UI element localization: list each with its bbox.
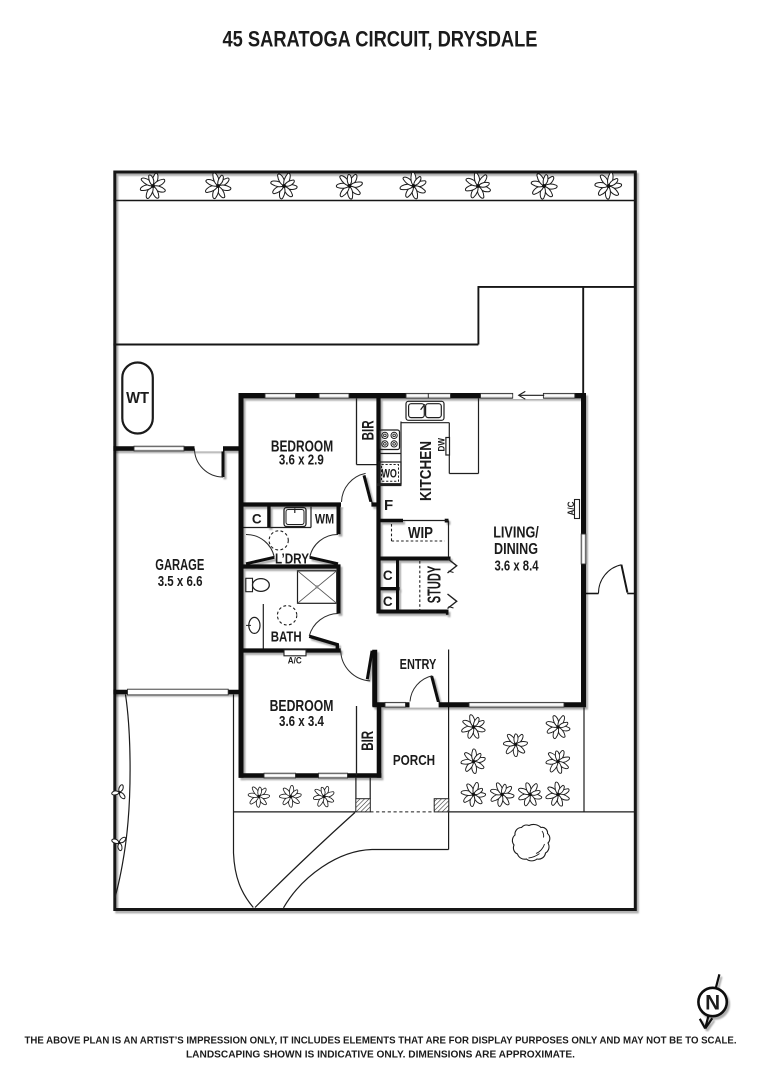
svg-text:WIP: WIP bbox=[408, 525, 433, 542]
svg-text:3.5 x 6.6: 3.5 x 6.6 bbox=[158, 573, 203, 590]
svg-text:WM: WM bbox=[315, 511, 334, 526]
svg-text:ENTRY: ENTRY bbox=[400, 656, 437, 673]
svg-text:L’DRY: L’DRY bbox=[275, 550, 309, 567]
svg-text:LANDSCAPING SHOWN IS INDICATIV: LANDSCAPING SHOWN IS INDICATIVE ONLY. DI… bbox=[186, 1050, 575, 1061]
svg-text:A/C: A/C bbox=[288, 656, 302, 666]
svg-text:N: N bbox=[705, 992, 720, 1015]
svg-text:F: F bbox=[384, 497, 393, 514]
svg-text:C: C bbox=[252, 511, 262, 526]
svg-text:KITCHEN: KITCHEN bbox=[418, 441, 435, 501]
svg-text:PORCH: PORCH bbox=[393, 752, 435, 769]
svg-text:WT: WT bbox=[126, 390, 149, 407]
svg-text:A/C: A/C bbox=[566, 501, 576, 515]
svg-text:THE ABOVE PLAN IS AN ARTIST’S: THE ABOVE PLAN IS AN ARTIST’S IMPRESSION… bbox=[25, 1036, 737, 1047]
svg-text:C: C bbox=[383, 594, 393, 609]
svg-text:3.6 x 3.4: 3.6 x 3.4 bbox=[279, 713, 324, 730]
svg-text:LIVING/: LIVING/ bbox=[493, 524, 539, 541]
svg-text:C: C bbox=[383, 568, 393, 583]
svg-text:DW: DW bbox=[436, 438, 447, 452]
svg-text:45 SARATOGA CIRCUIT, DRYSDALE: 45 SARATOGA CIRCUIT, DRYSDALE bbox=[223, 26, 538, 51]
svg-text:STUDY: STUDY bbox=[424, 565, 445, 603]
svg-text:GARAGE: GARAGE bbox=[155, 557, 204, 574]
svg-text:DINING: DINING bbox=[494, 541, 538, 558]
svg-text:WO: WO bbox=[381, 468, 397, 480]
svg-text:BATH: BATH bbox=[271, 629, 302, 646]
svg-text:BEDROOM: BEDROOM bbox=[271, 439, 333, 456]
svg-text:3.6 x 8.4: 3.6 x 8.4 bbox=[495, 558, 539, 575]
svg-text:3.6 x 2.9: 3.6 x 2.9 bbox=[279, 452, 324, 469]
svg-text:BIR: BIR bbox=[359, 420, 377, 440]
svg-text:BIR: BIR bbox=[359, 731, 377, 751]
svg-text:BEDROOM: BEDROOM bbox=[270, 698, 334, 715]
